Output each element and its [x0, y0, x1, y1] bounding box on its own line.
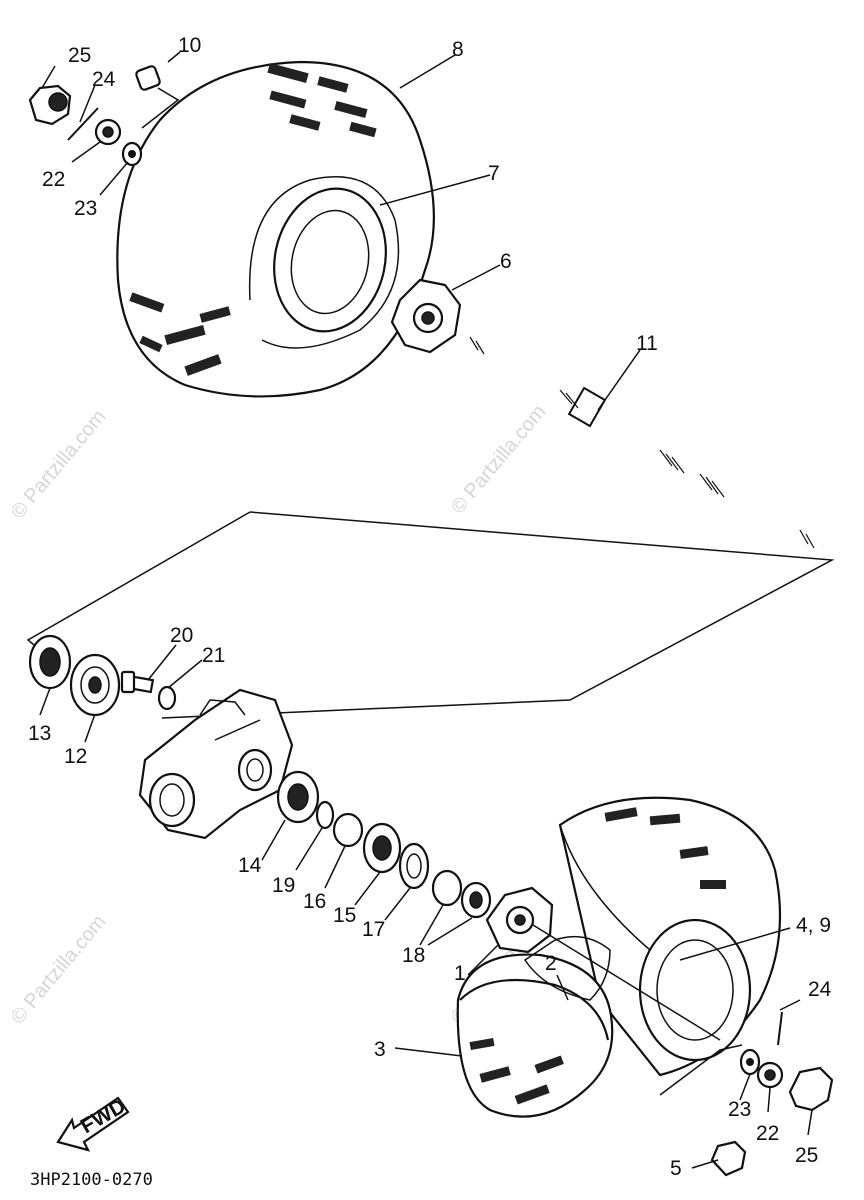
label-14: 14: [238, 854, 262, 877]
nut-5: [710, 1140, 747, 1177]
lower-fasteners: [739, 1011, 834, 1112]
label-12: 12: [64, 745, 87, 768]
spacer-16: [332, 812, 364, 848]
watermark: © Partzilla.com: [7, 406, 110, 523]
forward-arrow: FWD: [56, 1094, 130, 1152]
oil-seal-17: [398, 842, 430, 890]
upper-fasteners: [28, 65, 180, 167]
nut-10: [135, 65, 161, 91]
label-10: 10: [178, 34, 201, 57]
label-25: 25: [68, 44, 91, 67]
label-4-9: 4, 9: [796, 914, 831, 937]
watermark: © Partzilla.com: [447, 401, 550, 518]
wheel-opening: [273, 187, 387, 333]
label-25b: 25: [795, 1144, 818, 1167]
label-19: 19: [272, 874, 295, 897]
bearing-stack: [276, 770, 492, 919]
cap-nut-25: [788, 1066, 834, 1112]
label-20: 20: [170, 624, 193, 647]
label-11: 11: [636, 332, 658, 355]
label-23b: 23: [728, 1098, 751, 1121]
label-24: 24: [92, 68, 116, 91]
label-5: 5: [670, 1157, 682, 1180]
watermark: © Partzilla.com: [7, 911, 110, 1028]
axle-housing-assembly: [28, 634, 294, 840]
rear-tire: [116, 60, 435, 398]
label-16: 16: [303, 890, 326, 913]
label-3: 3: [374, 1038, 386, 1061]
rear-hub: [390, 278, 462, 354]
label-24b: 24: [808, 978, 832, 1001]
label-8: 8: [452, 38, 464, 61]
label-22b: 22: [756, 1122, 779, 1145]
assembly-outline: [161, 511, 835, 719]
tread-pattern: [129, 62, 377, 376]
washer-21: [157, 685, 177, 711]
front-wheel-assembly: [456, 796, 782, 1177]
collar-18: [431, 869, 463, 907]
label-1: 1: [454, 962, 466, 985]
label-17: 17: [362, 918, 385, 941]
circlip-19: [315, 800, 335, 830]
label-2: 2: [545, 952, 557, 975]
diagram-code: 3HP2100-0270: [30, 1170, 153, 1190]
fwd-label: FWD: [77, 1094, 130, 1138]
label-23: 23: [74, 197, 97, 220]
label-6: 6: [500, 250, 512, 273]
label-22: 22: [42, 168, 65, 191]
cotter-pin-24: [777, 1011, 783, 1046]
label-18: 18: [402, 944, 425, 967]
label-13: 13: [28, 722, 51, 745]
label-21: 21: [202, 644, 225, 667]
label-7: 7: [488, 162, 500, 185]
label-15: 15: [333, 904, 356, 927]
cotter-pin-24: [67, 107, 99, 141]
wheel-half-2: [523, 935, 611, 1001]
rear-axle: [459, 330, 825, 550]
